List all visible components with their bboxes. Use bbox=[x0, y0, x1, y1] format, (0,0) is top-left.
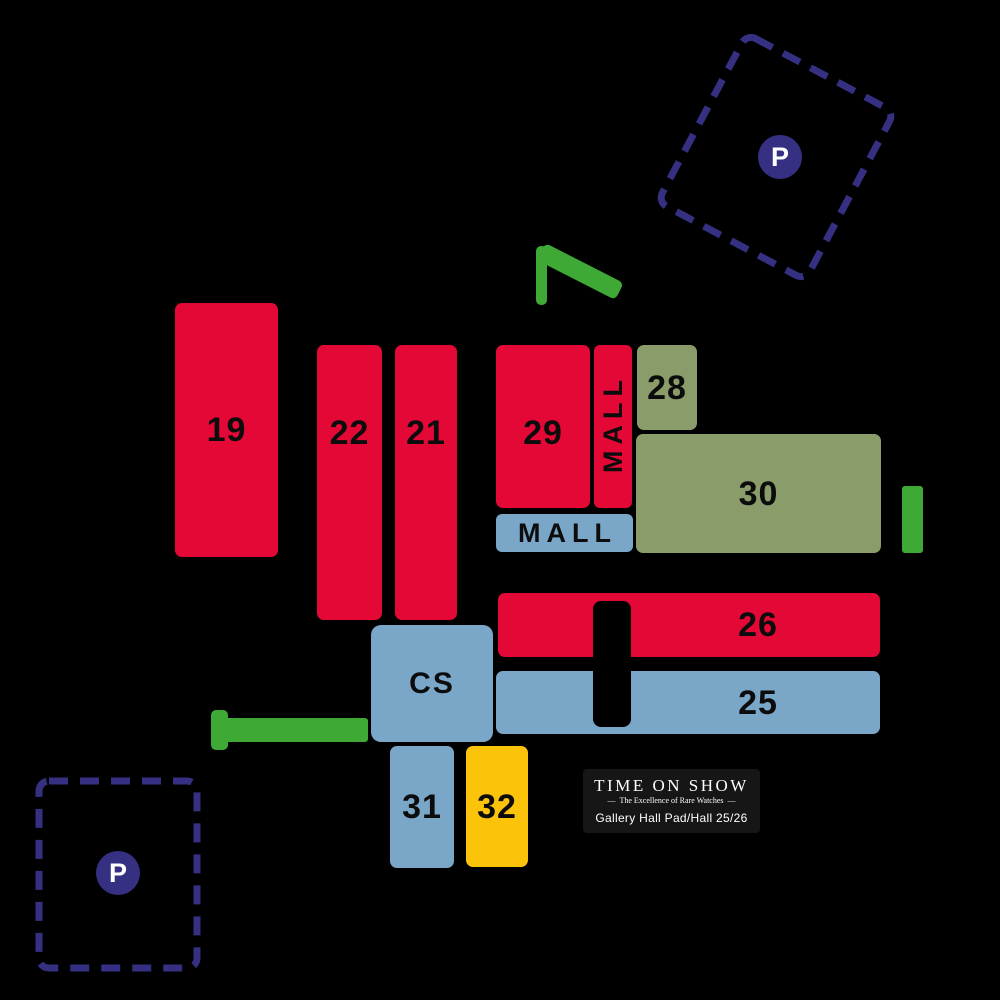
hall-28[interactable]: 28 bbox=[637, 345, 697, 430]
hall-31[interactable]: 31 bbox=[390, 746, 454, 868]
hall-21[interactable]: 21 bbox=[395, 345, 457, 620]
hall-cs-label: CS bbox=[409, 666, 455, 700]
mall-strip-vertical[interactable]: MALL bbox=[594, 345, 632, 508]
mall-strip-horizontal[interactable]: MALL bbox=[496, 514, 633, 552]
hall-connector-block bbox=[593, 601, 631, 727]
event-badge: TIME ON SHOW — The Excellence of Rare Wa… bbox=[583, 769, 760, 833]
hall-cs[interactable]: CS bbox=[371, 625, 493, 742]
hall-29-label: 29 bbox=[523, 414, 563, 452]
hall-21-label: 21 bbox=[406, 414, 446, 452]
hall-22-label: 22 bbox=[329, 414, 370, 452]
mall-horizontal-label: MALL bbox=[518, 517, 617, 548]
parking-icon-southwest[interactable]: P bbox=[96, 851, 140, 895]
event-badge-title: TIME ON SHOW bbox=[594, 776, 749, 796]
mall-vertical-label: MALL bbox=[597, 374, 628, 473]
hall-25[interactable]: 25 bbox=[496, 671, 880, 734]
hall-32-label: 32 bbox=[477, 787, 517, 826]
event-badge-caption: Gallery Hall Pad/Hall 25/26 bbox=[595, 810, 748, 825]
entrance-path-west-bar bbox=[222, 718, 368, 742]
parking-letter: P bbox=[770, 141, 789, 172]
hall-30-label: 30 bbox=[738, 474, 779, 513]
hall-25-label: 25 bbox=[738, 683, 778, 722]
hall-29[interactable]: 29 bbox=[496, 345, 590, 508]
parking-letter: P bbox=[108, 857, 127, 888]
hall-22[interactable]: 22 bbox=[317, 345, 382, 620]
hall-26-label: 26 bbox=[738, 606, 778, 644]
hall-32[interactable]: 32 bbox=[466, 746, 528, 867]
badge-subtitle-text: The Excellence of Rare Watches bbox=[619, 795, 724, 805]
entrance-path-north-post bbox=[536, 246, 547, 305]
hall-30[interactable]: 30 bbox=[636, 434, 881, 553]
hall-19-label: 19 bbox=[206, 411, 247, 449]
parking-icon-northeast[interactable]: P bbox=[758, 135, 802, 179]
badge-ornament-right: — bbox=[727, 795, 736, 805]
hall-26[interactable]: 26 bbox=[498, 593, 880, 657]
badge-ornament-left: — bbox=[607, 795, 616, 805]
hall-19[interactable]: 19 bbox=[175, 303, 278, 557]
event-badge-subtitle: — The Excellence of Rare Watches — bbox=[607, 796, 735, 806]
hall-28-label: 28 bbox=[647, 368, 687, 407]
entrance-path-north-arm bbox=[536, 243, 624, 300]
hall-31-label: 31 bbox=[402, 788, 442, 826]
entrance-marker-east bbox=[902, 486, 923, 553]
